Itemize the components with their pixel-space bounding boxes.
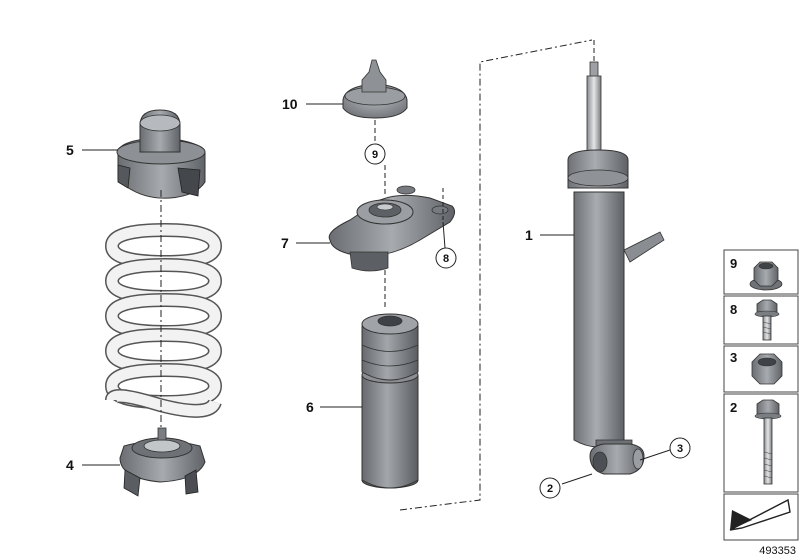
strut-mount-part <box>328 165 456 308</box>
svg-text:2: 2 <box>547 483 553 495</box>
svg-text:9: 9 <box>372 149 378 161</box>
callout-6: 6 <box>306 399 314 415</box>
lower-spring-seat-part <box>119 427 206 497</box>
assembly-outline <box>399 39 593 511</box>
circled-callout-9: 9 <box>364 143 386 165</box>
upper-spring-seat-part <box>116 109 206 199</box>
callout-10: 10 <box>282 96 298 112</box>
callout-5: 5 <box>66 142 74 158</box>
hex-nut-icon <box>751 353 783 385</box>
callout-1: 1 <box>525 227 533 243</box>
side-panel-label-2: 2 <box>730 400 737 415</box>
bump-stop-boot-part <box>361 313 419 489</box>
side-panel-cell-8 <box>723 295 799 345</box>
pointer-arrow-icon <box>729 498 791 531</box>
circled-callout-8: 8 <box>435 247 457 269</box>
svg-text:3: 3 <box>677 443 683 455</box>
coil-spring-part <box>104 190 223 430</box>
bolt-short-icon <box>754 299 780 341</box>
side-panel-label-8: 8 <box>730 302 737 317</box>
fastener-side-panel: 9 8 3 2 <box>723 249 799 541</box>
side-panel-label-9: 9 <box>730 256 737 271</box>
circled-callout-2: 2 <box>539 477 561 499</box>
circled-callout-3: 3 <box>669 437 691 459</box>
side-panel-label-3: 3 <box>730 350 737 365</box>
callout-4: 4 <box>66 457 74 473</box>
leader-lines <box>82 103 671 485</box>
bolt-long-icon <box>754 399 782 485</box>
callout-7: 7 <box>281 235 289 251</box>
svg-text:8: 8 <box>443 253 449 265</box>
document-number: 493353 <box>759 545 796 557</box>
hex-nut-flanged-icon <box>749 261 783 291</box>
shock-absorber-part <box>567 40 665 475</box>
top-cap-part <box>342 59 408 142</box>
